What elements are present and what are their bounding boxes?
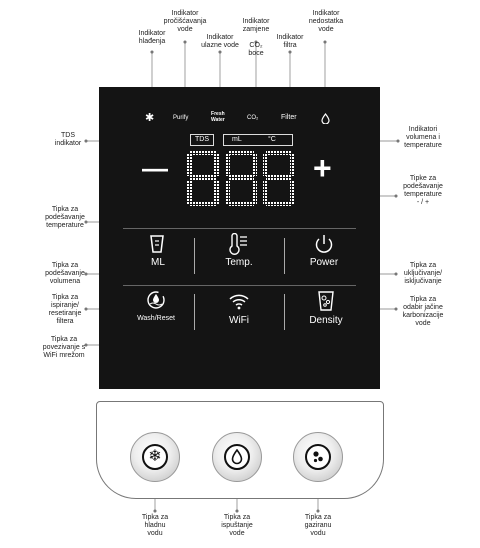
callout-temp-button: Tipka za podešavanje temperature — [45, 206, 85, 229]
filter-indicator: Filter — [281, 114, 297, 121]
callout-volume-button: Tipka za podešavanje volumena — [45, 262, 85, 285]
grid-divider — [194, 294, 195, 330]
droplet-icon — [321, 113, 330, 124]
wifi-button-label: WiFi — [229, 315, 249, 326]
segment-display — [187, 150, 295, 206]
callout-co2-top: Indikator zamjene — [242, 18, 270, 33]
temperature-button[interactable]: Temp. — [199, 232, 279, 280]
power-button-label: Power — [309, 257, 339, 268]
volume-temp-indicator: mL °C — [223, 134, 293, 146]
snowflake-icon: ❄ — [148, 448, 162, 465]
callout-purify-indicator: Indikator pročišćavanja vode — [163, 10, 207, 33]
sparkling-water-button[interactable] — [293, 432, 343, 482]
wifi-button[interactable]: WiFi — [199, 290, 279, 336]
temperature-button-label: Temp. — [225, 257, 253, 268]
wifi-icon — [229, 294, 249, 310]
still-water-button[interactable] — [212, 432, 262, 482]
tds-indicator: TDS — [190, 134, 214, 146]
grid-divider — [123, 228, 356, 229]
callout-wash-button: Tipka za ispiranje/ resetiranje filtera — [48, 294, 82, 325]
callout-fresh-water-indicator: Indikator ulazne vode — [201, 34, 239, 49]
snowflake-icon: ✱ — [145, 112, 155, 124]
callout-wifi-button: Tipka za povezivanje s WiFi mrežom — [42, 336, 86, 359]
wash-reset-button-label: Wash/Reset — [137, 315, 175, 322]
volume-button-label: ML — [151, 257, 165, 268]
wash-icon — [147, 291, 165, 309]
power-button[interactable]: Power — [289, 232, 359, 280]
callout-density-button: Tipka za odabir jačine karbonizacije vod… — [402, 296, 444, 327]
minus-button[interactable]: — — [142, 153, 168, 183]
grid-divider — [194, 238, 195, 274]
bubbles-icon — [318, 291, 334, 311]
grid-divider — [284, 238, 285, 274]
callout-cold-button: Tipka za hladnu vodu — [141, 514, 169, 537]
callout-sparkling-button: Tipka za gaziranu vodu — [304, 514, 332, 537]
wash-reset-button[interactable]: Wash/Reset — [119, 290, 193, 336]
callout-co2-gas: CO₂ — [249, 42, 263, 49]
callout-power-button: Tipka za uključivanje/ isključivanje — [403, 262, 443, 285]
thermometer-icon — [229, 233, 247, 255]
power-icon — [315, 235, 333, 253]
bubbles-icon — [313, 451, 323, 463]
plus-button[interactable]: + — [313, 150, 332, 186]
density-button[interactable]: Density — [289, 290, 363, 336]
grid-divider — [123, 285, 356, 286]
volume-button[interactable]: ML — [123, 232, 193, 280]
cold-water-button[interactable]: ❄ — [130, 432, 180, 482]
droplet-icon — [231, 449, 243, 465]
callout-volume-temp-indicators: Indikatori volumena i temperature — [404, 126, 442, 149]
celsius-unit: °C — [268, 136, 276, 143]
callout-filter-indicator: Indikator filtra — [276, 34, 304, 49]
callout-water-shortage-indicator: Indikator nedostatka vode — [308, 10, 344, 33]
callout-tds-indicator: TDS indikator — [54, 132, 82, 147]
callout-co2-bottom: boce — [248, 50, 264, 57]
callout-cooling-indicator: Indikator hlađenja — [138, 30, 166, 45]
density-button-label: Density — [309, 315, 343, 326]
callout-still-button: Tipka za ispuštanje vode — [221, 514, 253, 537]
co2-indicator: CO₂ — [247, 115, 259, 121]
callout-co2-indicator: Indikator zamjene CO₂ boce — [232, 10, 280, 58]
ml-unit: mL — [232, 136, 242, 143]
callout-plus-minus: Tipke za podešavanje temperature - / + — [403, 175, 443, 206]
cup-icon — [150, 235, 164, 253]
purify-indicator: Purify — [173, 115, 189, 121]
grid-divider — [284, 294, 285, 330]
